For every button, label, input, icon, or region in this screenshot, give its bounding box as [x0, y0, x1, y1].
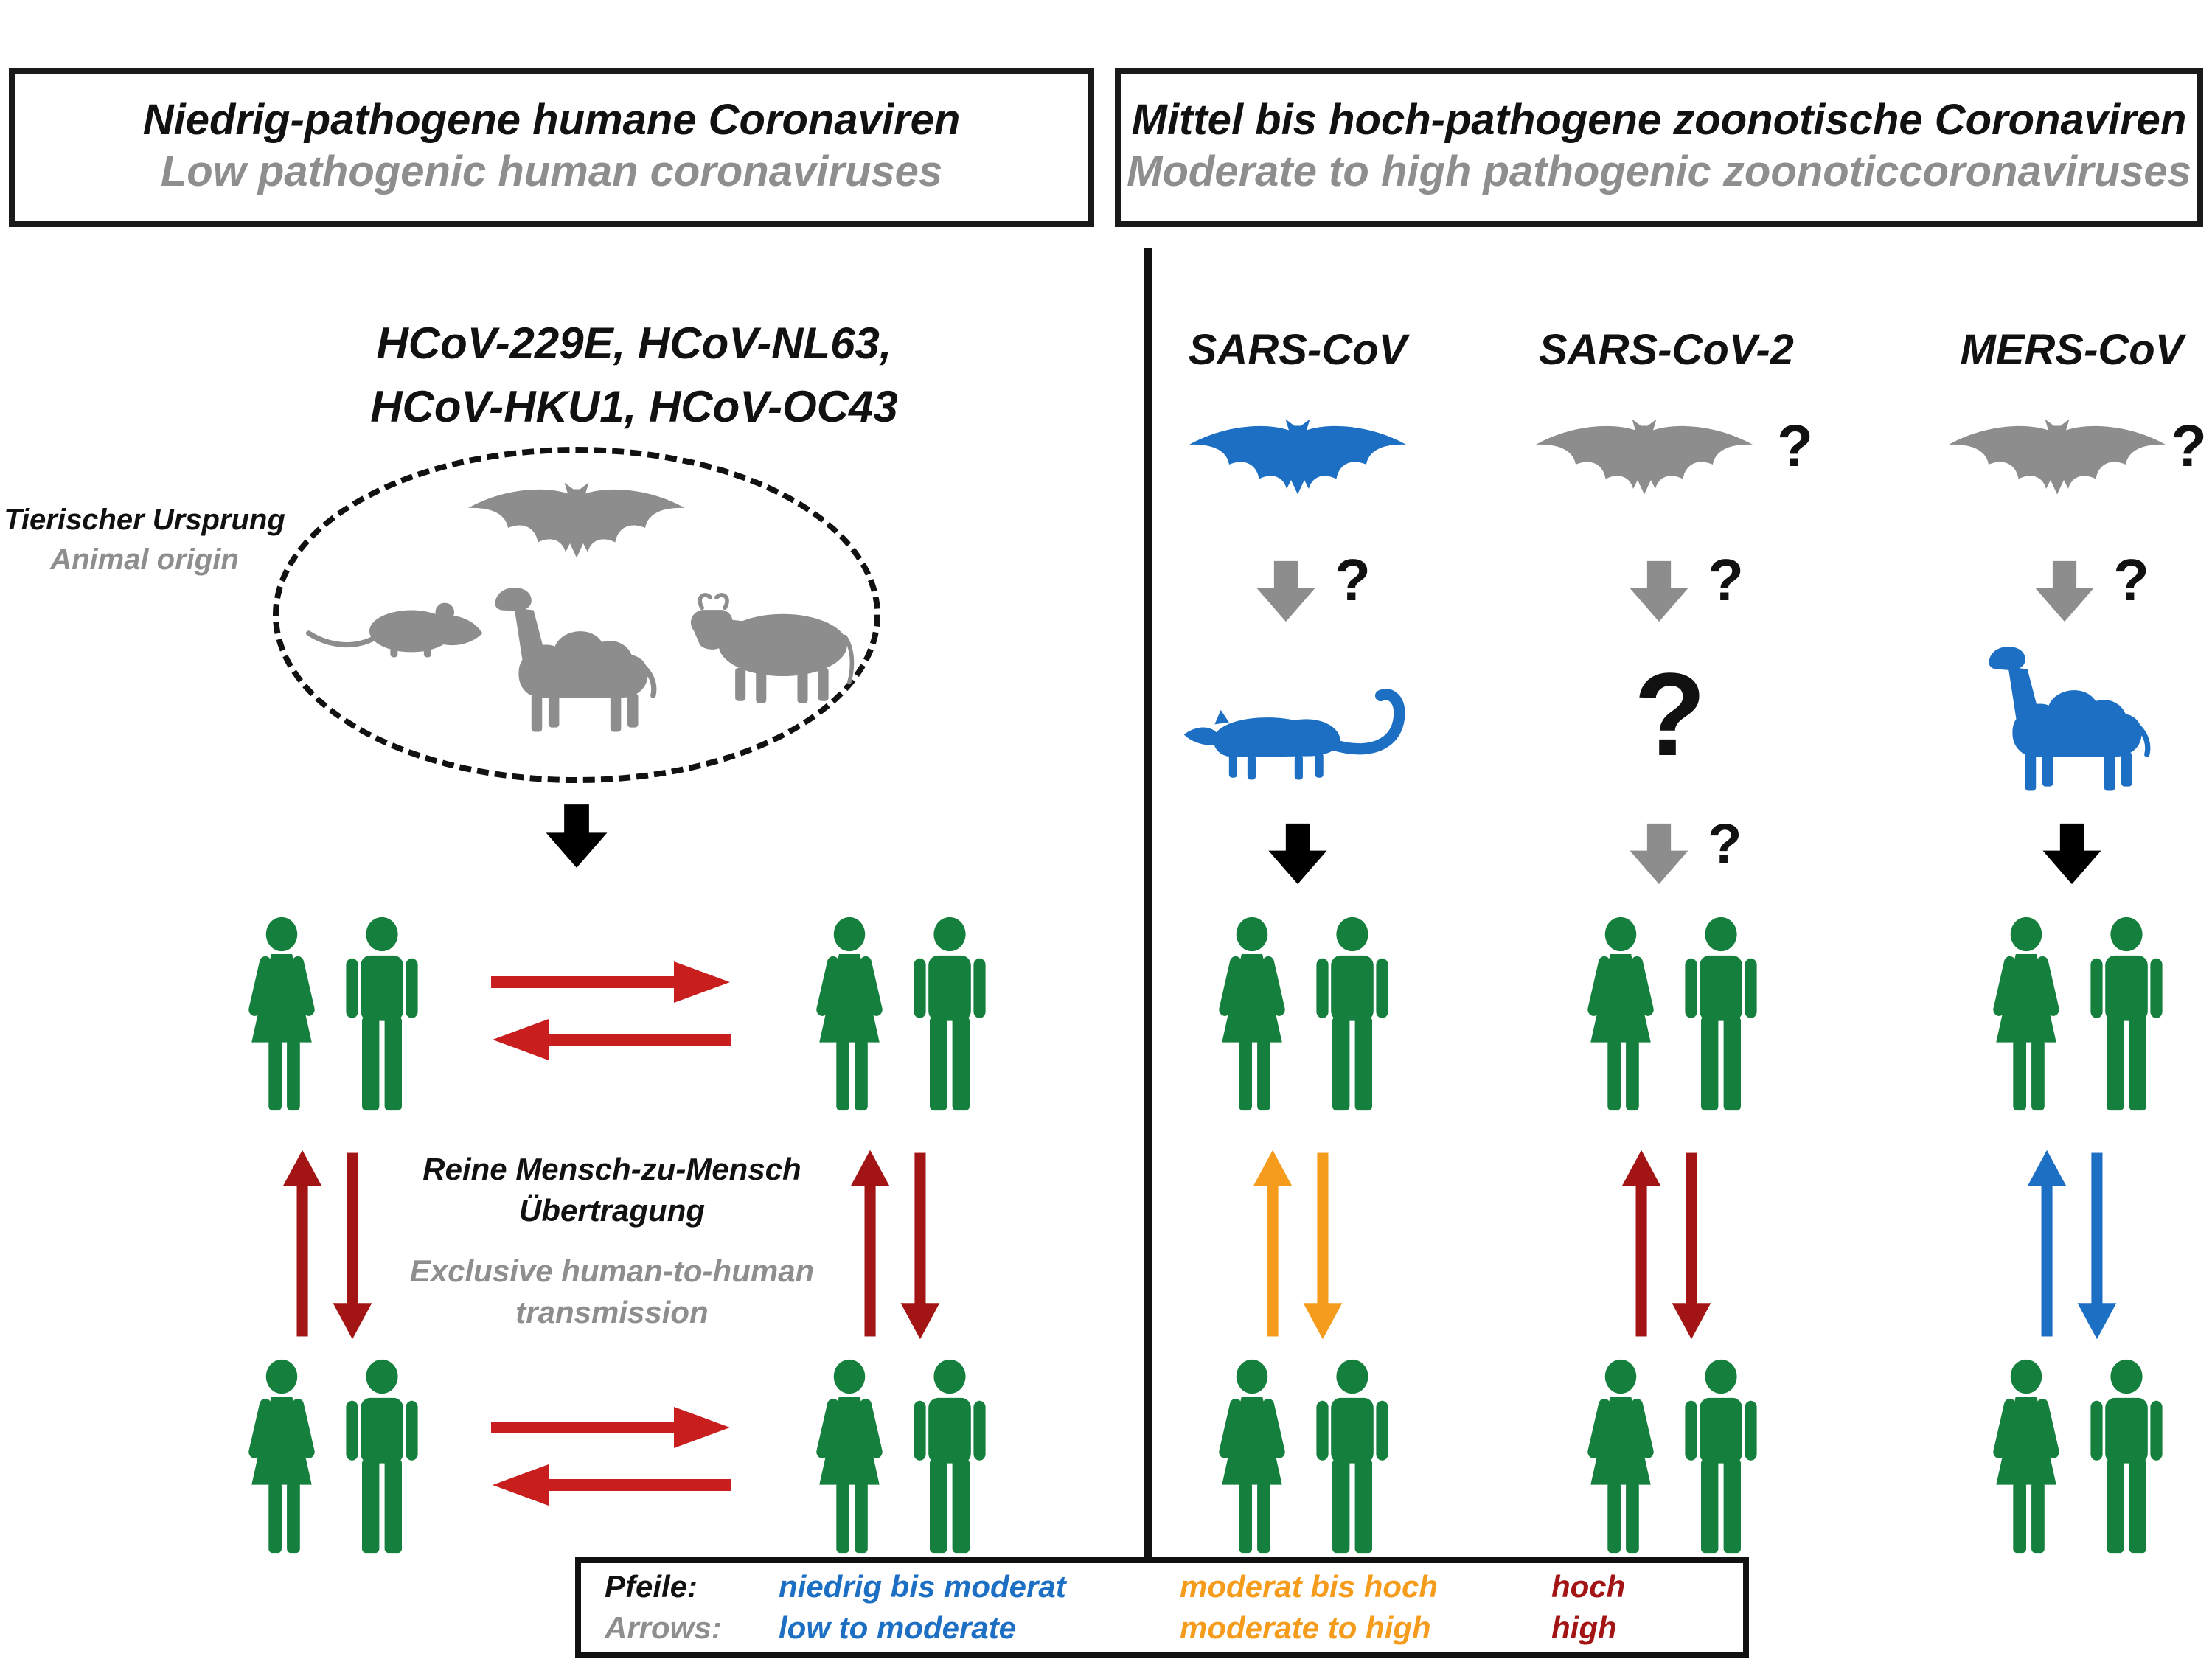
transmission-label: Reine Mensch-zu-Mensch Übertragung Exclu…: [391, 1150, 833, 1335]
right-header-de: Mittel bis hoch-pathogene zoonotische Co…: [1131, 97, 2187, 145]
legend-item-low-en: low to moderate: [779, 1611, 1017, 1645]
spillover-arrow-icon: [543, 799, 611, 873]
transmission-en-line1: Exclusive human-to-human: [409, 1255, 815, 1289]
cow-icon: [671, 587, 863, 706]
bat-icon: [466, 479, 687, 568]
mouse-icon: [302, 587, 501, 661]
spillover-arrow-icon: [1627, 557, 1691, 625]
female-person-icon: [1980, 1357, 2072, 1556]
animal-origin-de: Tierischer Ursprung: [4, 504, 285, 537]
bat-icon: [1187, 416, 1408, 504]
animal-origin-en: Animal origin: [50, 544, 239, 577]
animal-origin-label: Tierischer Ursprung Animal origin: [0, 501, 289, 581]
male-person-icon: [342, 914, 422, 1113]
panel-divider: [1144, 248, 1152, 1590]
transmission-en-line2: transmission: [515, 1296, 709, 1330]
spillover-arrow-icon: [1253, 557, 1318, 625]
human-pair: [804, 1357, 990, 1556]
transmission-de-line1: Reine Mensch-zu-Mensch: [422, 1153, 801, 1187]
question-mark: ?: [1708, 549, 1744, 613]
legend-box: Pfeile: niedrig bis moderat moderat bis …: [575, 1557, 1749, 1658]
male-person-icon: [1681, 1357, 1761, 1556]
female-person-icon: [804, 1357, 895, 1556]
spillover-arrow-icon: [2032, 557, 2097, 625]
question-mark: ?: [1708, 814, 1742, 876]
female-person-icon: [236, 1357, 327, 1556]
question-mark: ?: [1777, 414, 1813, 479]
transmission-arrows-vertical-icon: [271, 1147, 383, 1342]
left-header-en: Low pathogenic human coronaviruses: [160, 149, 943, 196]
animal-origin-ellipse: [273, 447, 880, 783]
male-person-icon: [2087, 914, 2166, 1113]
female-person-icon: [1575, 1357, 1666, 1556]
female-person-icon: [236, 914, 327, 1113]
human-pair: [1980, 1357, 2166, 1556]
bat-icon: [1534, 416, 1755, 504]
legend-item-high-en: high: [1551, 1611, 1617, 1645]
transmission-arrows-horizontal-icon: [482, 1401, 740, 1512]
male-person-icon: [2087, 1357, 2166, 1556]
female-person-icon: [1575, 914, 1666, 1113]
virus-names: HCoV-229E, HCoV-NL63, HCoV-HKU1, HCoV-OC…: [251, 313, 1018, 439]
male-person-icon: [910, 914, 990, 1113]
female-person-icon: [1980, 914, 2072, 1113]
legend-item-moderate-de: moderat bis hoch: [1180, 1570, 1439, 1604]
human-pair: [1206, 914, 1392, 1113]
female-person-icon: [1206, 914, 1298, 1113]
legend-label-de: Pfeile:: [605, 1570, 698, 1604]
female-person-icon: [804, 914, 895, 1113]
transmission-arrows-vertical-icon: [2016, 1147, 2128, 1342]
question-mark: ?: [2171, 414, 2207, 479]
spillover-arrow-icon: [2039, 820, 2104, 888]
transmission-arrows-horizontal-icon: [482, 956, 740, 1066]
male-person-icon: [910, 1357, 990, 1556]
left-header-de: Niedrig-pathogene humane Coronaviren: [142, 97, 961, 145]
left-panel-header-box: Niedrig-pathogene humane Coronaviren Low…: [9, 68, 1094, 227]
transmission-arrows-vertical-icon: [839, 1147, 951, 1342]
column-title: MERS-CoV: [1960, 327, 2184, 375]
transmission-de-line2: Übertragung: [519, 1194, 705, 1228]
virus-names-line1: HCoV-229E, HCoV-NL63,: [376, 320, 892, 369]
camel-icon: [1980, 637, 2162, 792]
column-title: SARS-CoV: [1188, 327, 1408, 375]
spillover-arrow-icon: [1627, 820, 1691, 888]
male-person-icon: [1681, 914, 1761, 1113]
bat-icon: [1947, 416, 2168, 504]
human-pair: [236, 914, 422, 1113]
legend-item-high-de: hoch: [1551, 1570, 1626, 1604]
unknown-intermediate-question-mark: ?: [1634, 649, 1706, 780]
human-pair: [236, 1357, 422, 1556]
spillover-arrow-icon: [1265, 820, 1330, 888]
human-pair: [1980, 914, 2166, 1113]
legend-item-moderate-en: moderate to high: [1180, 1611, 1431, 1645]
question-mark: ?: [2113, 549, 2149, 613]
camel-icon: [487, 578, 668, 733]
right-header-en: Moderate to high pathogenic zoonoticcoro…: [1127, 149, 2191, 196]
human-pair: [1206, 1357, 1392, 1556]
male-person-icon: [342, 1357, 422, 1556]
legend-item-low-de: niedrig bis moderat: [779, 1570, 1066, 1604]
human-pair: [1575, 914, 1761, 1113]
virus-names-line2: HCoV-HKU1, HCoV-OC43: [370, 383, 898, 432]
male-person-icon: [1312, 1357, 1392, 1556]
male-person-icon: [1312, 914, 1392, 1113]
human-pair: [1575, 1357, 1761, 1556]
legend-label-en: Arrows:: [605, 1611, 722, 1645]
column-title: SARS-CoV-2: [1539, 327, 1794, 375]
transmission-arrows-vertical-icon: [1242, 1147, 1354, 1342]
civet-icon: [1180, 681, 1416, 789]
question-mark: ?: [1335, 549, 1371, 613]
female-person-icon: [1206, 1357, 1298, 1556]
human-pair: [804, 914, 990, 1113]
transmission-arrows-vertical-icon: [1610, 1147, 1722, 1342]
right-panel-header-box: Mittel bis hoch-pathogene zoonotische Co…: [1115, 68, 2203, 227]
